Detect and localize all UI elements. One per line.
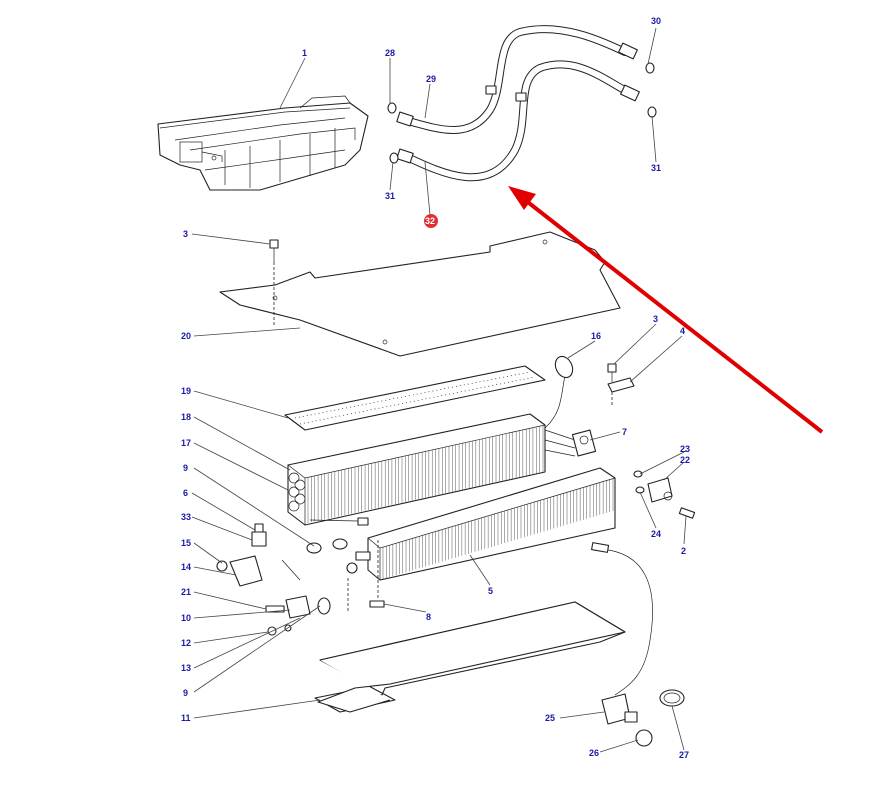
callout-6: 6 <box>183 488 188 498</box>
callout-27: 27 <box>679 750 689 760</box>
callout-28: 28 <box>385 48 395 58</box>
callout-22: 22 <box>680 455 690 465</box>
callout-11: 11 <box>181 713 191 723</box>
callout-3: 3 <box>653 314 658 324</box>
pressure-switch <box>633 470 696 519</box>
callout-31: 31 <box>651 163 661 173</box>
callout-26: 26 <box>589 748 599 758</box>
callout-8: 8 <box>426 612 431 622</box>
callout-12: 12 <box>181 638 191 648</box>
callout-16: 16 <box>591 331 601 341</box>
thermostat <box>591 542 653 747</box>
callout-19: 19 <box>181 386 191 396</box>
callout-20: 20 <box>181 331 191 341</box>
refrigerant-hoses <box>396 25 640 182</box>
lower-gasket <box>314 601 626 713</box>
evaporator-housing <box>157 95 369 191</box>
callout-1: 1 <box>302 48 307 58</box>
evaporator-core <box>287 413 546 526</box>
highlight-arrow <box>508 186 824 434</box>
hose-clip <box>659 689 685 707</box>
filter-pad <box>284 365 546 431</box>
callout-23: 23 <box>680 444 690 454</box>
callout-24: 24 <box>651 529 661 539</box>
callout-7: 7 <box>622 427 627 437</box>
callout-31: 31 <box>385 191 395 201</box>
callout-9: 9 <box>183 463 188 473</box>
callout-15: 15 <box>181 538 191 548</box>
leader-lines <box>191 27 687 753</box>
callout-14: 14 <box>181 562 191 572</box>
screw-3-top <box>269 239 279 325</box>
o-ring-16 <box>554 355 574 379</box>
highlight-marker <box>424 214 438 228</box>
callout-21: 21 <box>181 587 191 597</box>
o-rings-upper <box>387 62 657 164</box>
callout-2: 2 <box>681 546 686 556</box>
callout-labels: 1 28 29 30 31 31 32 3 20 16 3 4 19 18 7 … <box>181 16 690 760</box>
callout-17: 17 <box>181 438 191 448</box>
callout-33: 33 <box>181 512 191 522</box>
callout-10: 10 <box>181 613 191 623</box>
callout-18: 18 <box>181 412 191 422</box>
heater-matrix <box>346 467 616 581</box>
callout-4: 4 <box>680 326 685 336</box>
callout-30: 30 <box>651 16 661 26</box>
cover-plate <box>219 231 621 357</box>
callout-29: 29 <box>426 74 436 84</box>
callout-13: 13 <box>181 663 191 673</box>
small-hardware <box>216 517 385 636</box>
callout-25: 25 <box>545 713 555 723</box>
callout-5: 5 <box>488 586 493 596</box>
callout-3: 3 <box>183 229 188 239</box>
screw-bracket-3-4 <box>607 363 635 405</box>
callout-9: 9 <box>183 688 188 698</box>
callout-32: 32 <box>425 216 435 226</box>
